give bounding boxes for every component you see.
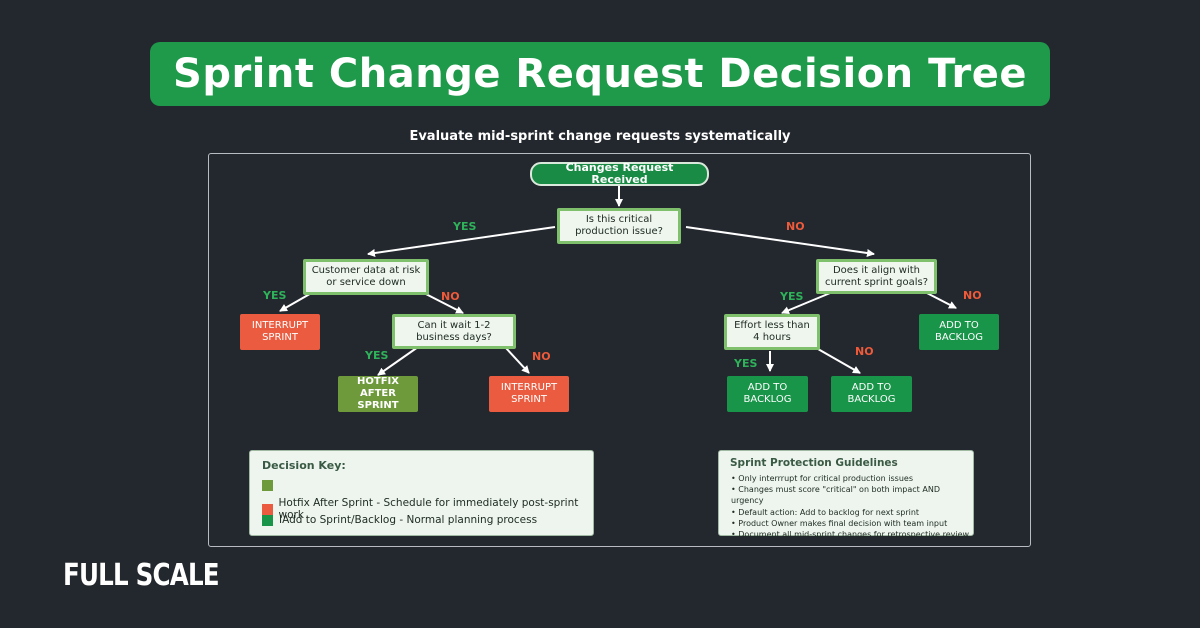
page-title: Sprint Change Request Decision Tree [150,42,1050,106]
decision-key-item: IAdd to Sprint/Backlog - Normal planning… [262,514,537,526]
guidelines-box: Sprint Protection Guidelines Only interr… [718,450,974,539]
outcome-interrupt-sprint: INTERRUPT SPRINT [240,314,320,350]
swatch-green [262,514,273,526]
outcome-interrupt-sprint: INTERRUPT SPRINT [489,376,569,412]
diagram-panel [208,153,1031,547]
brand-logo: FULL SCALE [63,558,220,593]
swatch-olive [262,480,273,491]
outcome-add-to-backlog: ADD TO BACKLOG [831,376,912,412]
edge-label-yes: YES [780,290,804,303]
edge-label-yes: YES [453,220,477,233]
decision-effort: Effort less than 4 hours [724,314,820,350]
decision-customer-data: Customer data at risk or service down [303,259,429,295]
decision-sprint-goals: Does it align with current sprint goals? [816,259,937,294]
edge-label-no: NO [532,350,551,363]
guideline-item: Changes must score "critical" on both im… [731,484,973,506]
edge-label-yes: YES [263,289,287,302]
decision-key-box: Decision Key: Hotfix After Sprint - Sche… [249,450,594,536]
edge-label-no: NO [786,220,805,233]
guidelines-title: Sprint Protection Guidelines [730,457,898,469]
guideline-item: Document all mid-sprint changes for retr… [731,529,973,540]
decision-key-text: IAdd to Sprint/Backlog - Normal planning… [279,514,538,526]
guideline-item: Default action: Add to backlog for next … [731,507,973,518]
decision-key-item [262,480,279,491]
guidelines-list: Only interrrupt for critical production … [731,473,973,540]
decision-key-title: Decision Key: [262,459,346,472]
outcome-add-to-backlog: ADD TO BACKLOG [727,376,808,412]
outcome-hotfix-after-sprint: HOTFIX AFTER SPRINT [338,376,418,412]
decision-key-text: Hotfix After Sprint - Schedule for immed… [278,497,579,521]
swatch-red [262,503,273,515]
edge-label-no: NO [855,345,874,358]
edge-label-yes: YES [734,357,758,370]
edge-label-no: NO [963,289,982,302]
outcome-add-to-backlog: ADD TO BACKLOG [919,314,999,350]
guideline-item: Only interrrupt for critical production … [731,473,973,484]
edge-label-yes: YES [365,349,389,362]
guideline-item: Product Owner makes final decision with … [731,518,973,529]
decision-can-wait: Can it wait 1-2 business days? [392,314,516,349]
edge-label-no: NO [441,290,460,303]
page-subtitle: Evaluate mid-sprint change requests syst… [409,129,791,144]
decision-key-item: Hotfix After Sprint - Schedule for immed… [262,497,593,521]
decision-critical-issue: Is this critical production issue? [557,208,681,244]
start-node: Changes Request Received [530,162,709,186]
